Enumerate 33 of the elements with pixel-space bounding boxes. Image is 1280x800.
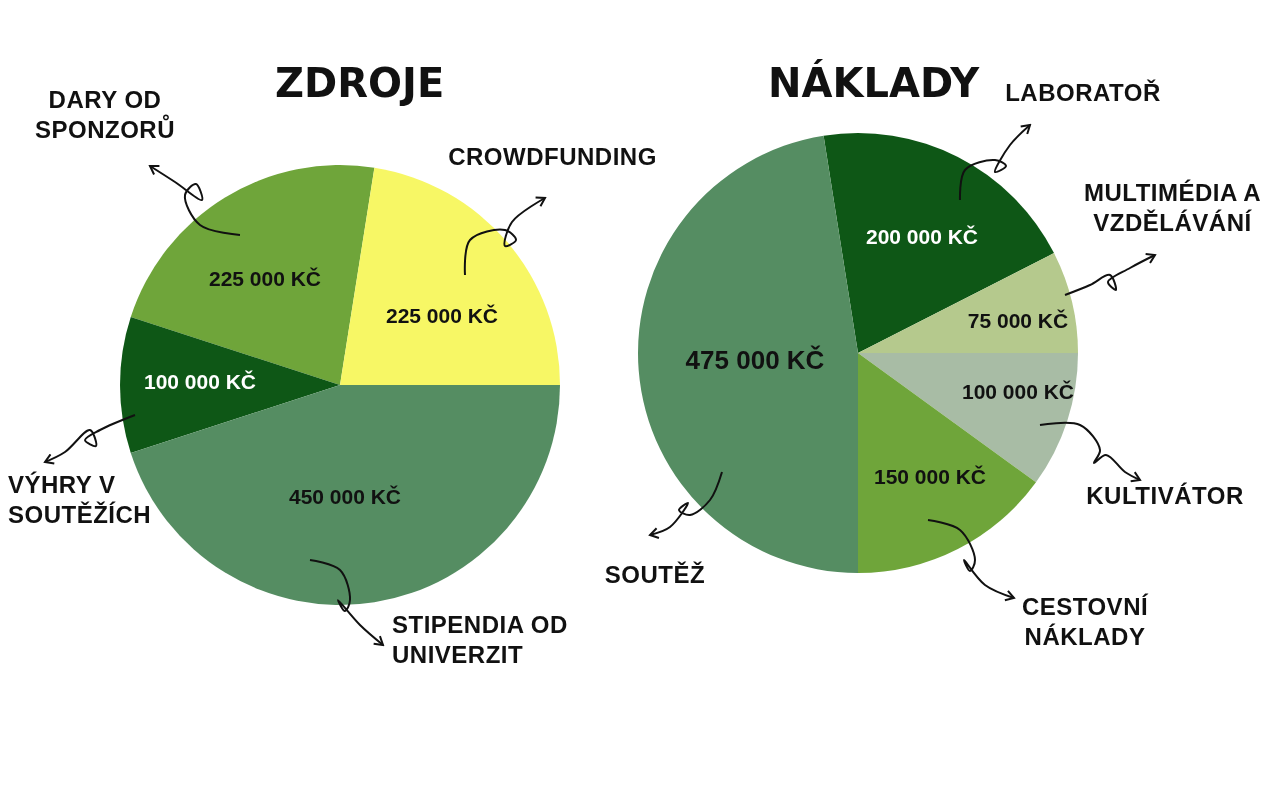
category-label: DARY OD SPONZORŮ bbox=[20, 85, 190, 145]
curly-arrow bbox=[44, 414, 136, 465]
pie-slice bbox=[340, 167, 560, 385]
curly-arrow bbox=[1064, 253, 1156, 296]
category-label: VÝHRY V SOUTĚŽÍCH bbox=[8, 470, 178, 530]
curly-arrow bbox=[958, 124, 1031, 201]
chart-title: NÁKLADY bbox=[768, 60, 980, 106]
category-label: LABORATOŘ bbox=[998, 78, 1168, 108]
chart-title: ZDROJE bbox=[275, 60, 445, 106]
curly-arrow bbox=[309, 559, 384, 646]
value-label: 450 000 KČ bbox=[288, 484, 402, 508]
value-label: 200 000 KČ bbox=[865, 224, 979, 248]
curly-arrow bbox=[149, 165, 241, 236]
value-label: 100 000 KČ bbox=[961, 379, 1075, 403]
value-label: 150 000 KČ bbox=[873, 464, 987, 488]
category-label: KULTIVÁTOR bbox=[1080, 481, 1250, 511]
value-label: 225 000 KČ bbox=[208, 266, 322, 290]
curly-arrow bbox=[649, 471, 723, 539]
value-label: 475 000 KČ bbox=[685, 344, 825, 375]
pie-slice bbox=[120, 317, 340, 453]
pie-slice bbox=[858, 253, 1078, 353]
category-label: STIPENDIA OD UNIVERZIT bbox=[392, 610, 612, 670]
curly-arrow bbox=[927, 519, 1015, 602]
category-label: SOUTĚŽ bbox=[600, 560, 710, 590]
category-label: MULTIMÉDIA A VZDĚLÁVÁNÍ bbox=[1075, 178, 1270, 238]
value-label: 100 000 KČ bbox=[143, 369, 257, 393]
category-label: CESTOVNÍ NÁKLADY bbox=[1015, 592, 1155, 652]
pie-slice bbox=[858, 353, 1036, 573]
category-label: CROWDFUNDING bbox=[440, 142, 665, 172]
curly-arrow bbox=[1039, 421, 1141, 483]
pie-slice bbox=[858, 353, 1078, 483]
value-label: 75 000 KČ bbox=[967, 308, 1069, 332]
value-label: 225 000 KČ bbox=[385, 303, 499, 327]
